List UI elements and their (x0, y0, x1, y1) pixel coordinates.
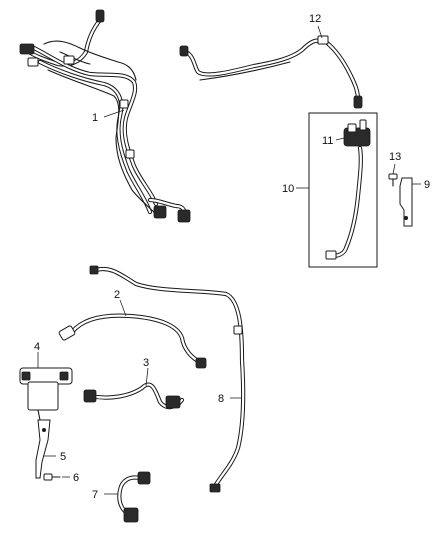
callout-11: 11 (322, 135, 333, 147)
callout-3: 3 (143, 357, 149, 369)
part-4-module (19, 367, 73, 435)
connector-left (19, 43, 35, 55)
part-6-fastener (43, 473, 61, 481)
connector-bottom-1 (153, 205, 167, 219)
callout-6: 6 (73, 472, 79, 484)
part-3-line (83, 382, 185, 410)
part-9-bracket (399, 177, 413, 227)
connector-bottom-2 (177, 209, 191, 223)
part-13-push-pin (388, 173, 398, 187)
part-8-line (89, 265, 246, 493)
callout-4: 4 (34, 341, 40, 353)
part-11-valve (343, 119, 371, 147)
part-1-line-bundle (19, 9, 191, 223)
part-12-vapor-line (179, 35, 363, 109)
callout-10: 10 (282, 183, 294, 195)
connector-top (95, 9, 105, 23)
callout-1: 1 (92, 112, 98, 124)
callout-5: 5 (60, 451, 66, 463)
callout-13: 13 (389, 151, 401, 163)
part-10-vapor-tube (325, 145, 363, 260)
part-10-assembly-box (308, 112, 378, 268)
part-7-line (117, 471, 151, 523)
callout-8: 8 (218, 393, 224, 405)
connector-right (353, 95, 363, 109)
connector-left (179, 45, 189, 57)
part-2-line (58, 313, 207, 369)
part-5-bracket (35, 419, 51, 479)
callout-7: 7 (92, 489, 98, 501)
callout-12: 12 (309, 13, 321, 25)
callout-9: 9 (424, 179, 430, 191)
callout-2: 2 (114, 289, 120, 301)
